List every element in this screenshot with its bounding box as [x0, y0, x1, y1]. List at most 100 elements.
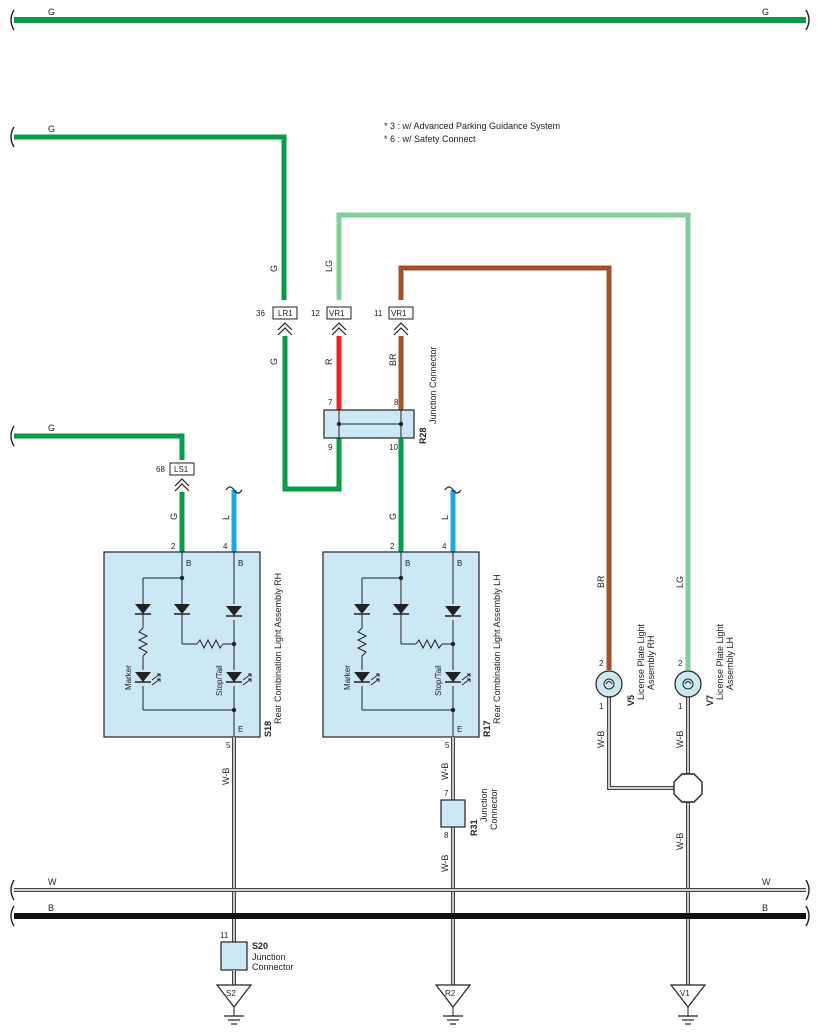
- notes: * 3 : w/ Advanced Parking Guidance Syste…: [384, 121, 560, 144]
- ls1-name: LS1: [174, 465, 189, 474]
- r17-pin-g: 2: [390, 542, 395, 551]
- v7-name-1: License Plate Light: [715, 623, 725, 700]
- r31-pin-top: 7: [444, 789, 449, 798]
- s18-term-e: E: [238, 725, 243, 734]
- s18-term-b2: B: [238, 559, 243, 568]
- v7-pin-bottom: 1: [678, 702, 683, 711]
- v5-pin-top: 2: [599, 659, 604, 668]
- v5-license-light: 2 1 V5 License Plate Light Assembly RH: [595, 623, 656, 711]
- s18-marker-label: Marker: [124, 665, 133, 690]
- lg-v7-label: LG: [675, 576, 685, 588]
- r17-pin-e: 5: [445, 741, 450, 750]
- r28-pin8: 8: [394, 398, 399, 407]
- wb-v7b-label: W-B: [675, 833, 685, 850]
- junction-r28: 7 8 9 10 R28 Junction Connector: [323, 346, 438, 452]
- s18-lamp-assembly: 2 4 B B E: [103, 542, 283, 738]
- r28-code: R28: [418, 427, 428, 444]
- r17-marker-label: Marker: [343, 665, 352, 690]
- r17-term-b1: B: [405, 559, 410, 568]
- g-wire-r17: G: [388, 438, 404, 552]
- s20-name-1: Junction: [252, 952, 286, 962]
- v5-name-2: Assembly RH: [646, 635, 656, 690]
- v7-pin-top: 2: [678, 659, 683, 668]
- s18-pin-e: 5: [226, 741, 231, 750]
- ground-r2: R2: [434, 984, 472, 1025]
- wb-v7a-label: W-B: [675, 731, 685, 748]
- s18-l-label: L: [221, 515, 231, 520]
- top-bus-right-label: G: [762, 7, 769, 17]
- top-bus-left-label: G: [48, 7, 55, 17]
- r17-l-wire: L: [440, 486, 462, 552]
- g2-label: G: [48, 124, 55, 134]
- v7-license-light: 2 1 V7 License Plate Light Assembly LH: [674, 623, 735, 711]
- r17-lamp-assembly: 2 4 B B E: [322, 542, 502, 738]
- r31-name-1: Junction: [479, 788, 489, 822]
- br-v5-label: BR: [596, 575, 606, 588]
- ground-r2-label: R2: [445, 989, 456, 998]
- r31-name-2: Connector: [489, 788, 499, 830]
- r17-l-label: L: [440, 515, 450, 520]
- connector-vr1-11: VR1 11: [374, 306, 414, 336]
- b-bus: B B: [10, 903, 810, 927]
- ground-s2: S2: [215, 984, 253, 1025]
- v7-name-2: Assembly LH: [725, 637, 735, 690]
- s18-wires: G L: [169, 486, 243, 552]
- v5-name-1: License Plate Light: [636, 623, 646, 700]
- r-label: R: [324, 358, 334, 365]
- s18-stoptail-label: Stop/Tail: [215, 665, 224, 696]
- r31-pin-bottom: 8: [444, 831, 449, 840]
- ls1-pin: 68: [156, 465, 165, 474]
- g3-label: G: [48, 423, 55, 433]
- lg-up-label: LG: [324, 260, 334, 272]
- s20-pin: 11: [220, 931, 229, 940]
- vr1b-pin: 11: [374, 309, 383, 318]
- w-bus-left-label: W: [48, 877, 57, 887]
- v5-pin-bottom: 1: [599, 702, 604, 711]
- connector-lr1: LR1 36: [256, 306, 298, 336]
- g-wire-lr1: G G: [10, 124, 287, 300]
- r31-code: R31: [469, 819, 479, 836]
- w-bus-right-label: W: [762, 877, 771, 887]
- r-wire: R: [324, 336, 342, 410]
- g-wire-lr1-r28: G: [269, 336, 342, 492]
- s18-term-b1: B: [186, 559, 191, 568]
- r17-term-b2: B: [457, 559, 462, 568]
- ground-s2-label: S2: [226, 989, 236, 998]
- lg-wire: LG LG: [324, 212, 691, 670]
- r28-name: Junction Connector: [428, 346, 438, 424]
- s18-name: Rear Combination Light Assembly RH: [273, 573, 283, 724]
- br-wire-r28: BR: [388, 336, 404, 410]
- s20-name-2: Connector: [252, 962, 294, 972]
- b-bus-left-label: B: [48, 903, 54, 913]
- lr1-name: LR1: [278, 309, 293, 318]
- r17-stoptail-label: Stop/Tail: [434, 665, 443, 696]
- br-vr1-label: BR: [388, 353, 398, 366]
- top-g-bus: G G: [10, 7, 810, 31]
- s18-pin-l: 4: [223, 542, 228, 551]
- r28-pin9: 9: [328, 443, 333, 452]
- lr1-down-label: G: [269, 358, 279, 365]
- br-wire: BR: [398, 265, 612, 670]
- r28-pin7: 7: [328, 398, 333, 407]
- r17-code: R17: [482, 720, 492, 737]
- connector-ls1: LS1 68: [156, 462, 195, 492]
- r17-name: Rear Combination Light Assembly LH: [492, 574, 502, 724]
- vr1a-pin: 12: [311, 309, 320, 318]
- junction-r31: 7 8 R31 Junction Connector: [440, 788, 499, 840]
- wb-s18-label: W-B: [221, 768, 231, 785]
- lr1-pin: 36: [256, 309, 265, 318]
- r17-pin-l: 4: [442, 542, 447, 551]
- s20-code: S20: [252, 941, 268, 951]
- note-2: * 6 : w/ Safety Connect: [384, 134, 476, 144]
- connector-vr1-12: VR1 12: [311, 306, 352, 336]
- lr1-up-label: G: [269, 265, 279, 272]
- v7-code: V7: [705, 695, 715, 706]
- v5-code: V5: [626, 695, 636, 706]
- wb-r17b-label: W-B: [440, 855, 450, 872]
- r28-pin10: 10: [389, 443, 398, 452]
- b-bus-right-label: B: [762, 903, 768, 913]
- wb-r17a-label: W-B: [440, 763, 450, 780]
- r17-g-label: G: [388, 513, 398, 520]
- splice-point: [673, 773, 703, 803]
